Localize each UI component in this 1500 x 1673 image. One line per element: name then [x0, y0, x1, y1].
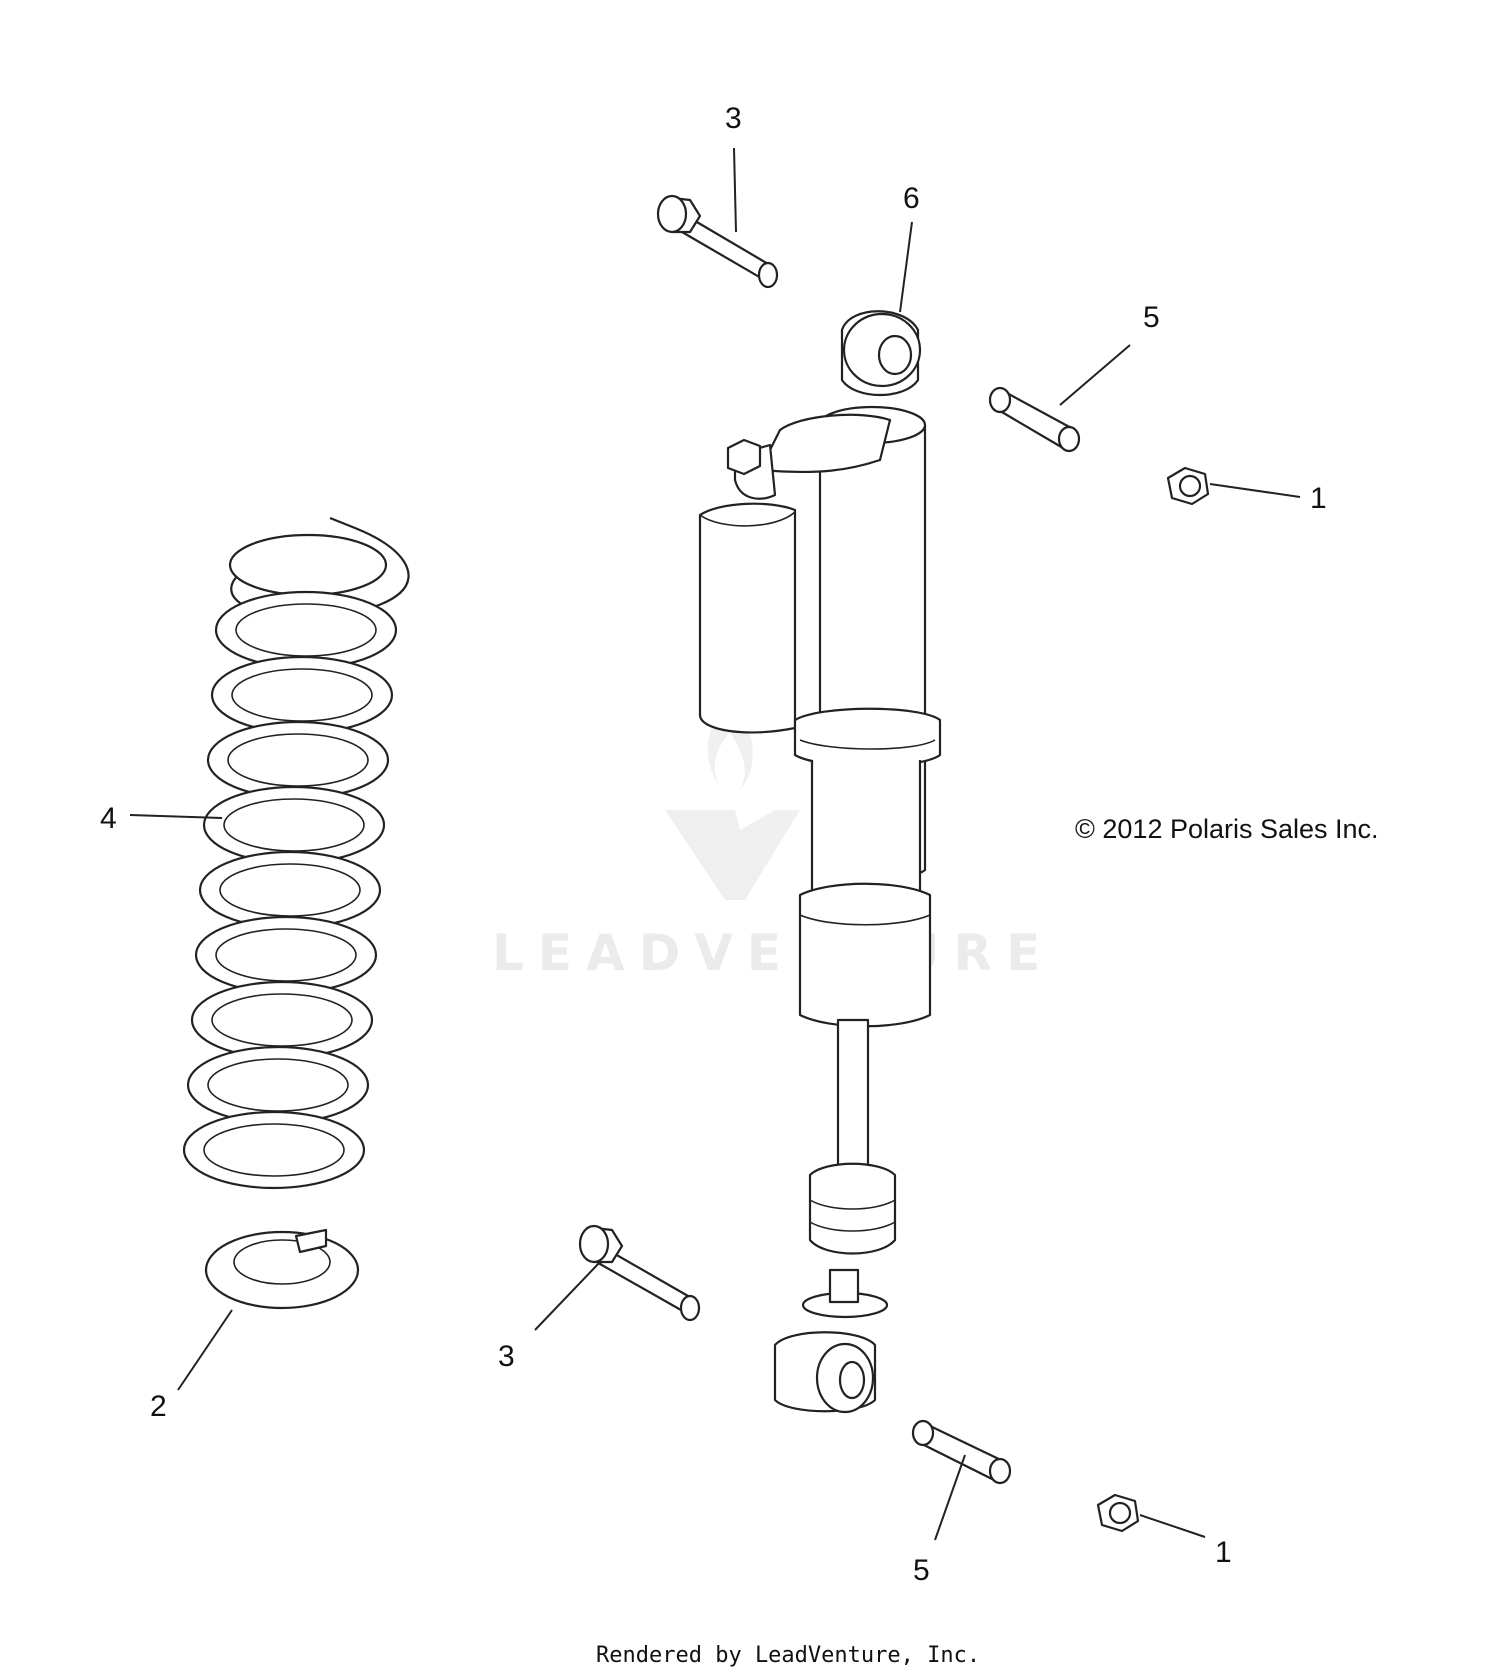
callout-4: 4	[100, 802, 117, 835]
callout-1-bottom: 1	[1215, 1536, 1232, 1569]
part-2-spring-seat	[204, 1228, 360, 1310]
leader-lines	[129, 147, 1301, 1541]
part-1-nut-top	[1166, 466, 1210, 506]
rendered-by-footer: Rendered by LeadVenture, Inc.	[596, 1643, 980, 1668]
part-6-shock-absorber	[698, 310, 942, 1414]
part-5-bushing-top	[988, 386, 1081, 453]
callout-2: 2	[150, 1390, 167, 1423]
part-4-coil-spring	[182, 516, 410, 1190]
callout-3-top: 3	[725, 102, 742, 135]
part-3-bolt-top	[656, 194, 779, 289]
part-1-nut-bottom	[1096, 1493, 1140, 1533]
callout-5-bottom: 5	[913, 1554, 930, 1587]
leadventure-watermark: LEADVENTURE	[492, 695, 1054, 982]
callout-3-bottom: 3	[498, 1340, 515, 1373]
watermark-brand-text: LEADVENTURE	[492, 924, 1054, 982]
watermark-v-icon	[665, 810, 800, 900]
callout-1-top: 1	[1310, 482, 1327, 515]
part-5-bushing-bottom	[911, 1419, 1012, 1485]
part-3-bolt-bottom	[578, 1224, 701, 1322]
callout-6: 6	[903, 182, 920, 215]
copyright-notice: © 2012 Polaris Sales Inc.	[1075, 814, 1379, 844]
callout-5-top: 5	[1143, 301, 1160, 334]
